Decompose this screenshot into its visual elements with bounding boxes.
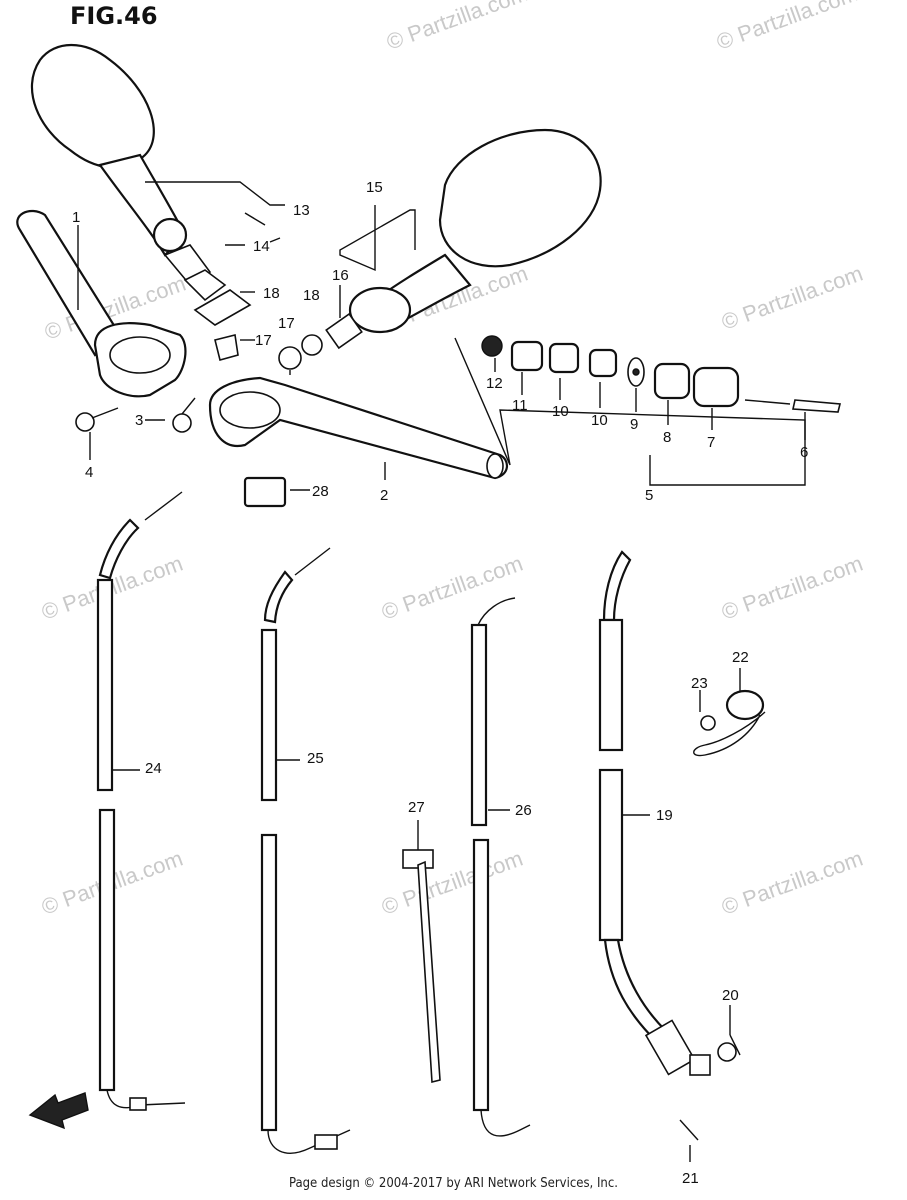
callout-28: 28 [312, 483, 329, 500]
strap-27 [402, 849, 441, 1084]
cable-24 [96, 491, 186, 1111]
parts-20-21 [679, 1034, 741, 1141]
bar-end-parts [481, 335, 842, 413]
parts-22-23 [693, 689, 766, 757]
page-footer: Page design © 2004-2017 by ARI Network S… [289, 1176, 618, 1191]
watermark: © Partzilla.com [718, 261, 866, 335]
cable-25 [260, 547, 351, 1154]
callout-16: 16 [332, 267, 349, 284]
figure-title: FIG.46 [70, 2, 158, 30]
leader-lines [77, 181, 806, 1162]
callout-19: 19 [656, 807, 673, 824]
callout-3: 3 [135, 412, 143, 429]
right-mirror [325, 128, 602, 350]
small-parts [75, 269, 323, 508]
front-direction-arrow-icon [28, 1092, 89, 1130]
callout-6: 6 [800, 444, 808, 461]
callout-labels: 1 2 3 4 5 6 7 8 9 10 10 11 12 13 14 15 1… [72, 179, 808, 1187]
watermark: © Partzilla.com [713, 0, 861, 55]
callout-11: 11 [512, 397, 528, 414]
callout-9: 9 [630, 416, 638, 433]
watermark: © Partzilla.com [378, 551, 526, 625]
watermark: © Partzilla.com [718, 846, 866, 920]
watermark: © Partzilla.com [383, 0, 531, 55]
callout-10b: 10 [552, 403, 569, 420]
callout-24: 24 [145, 760, 162, 777]
callout-18a: 18 [263, 285, 280, 302]
callout-20: 20 [722, 987, 739, 1004]
callout-12: 12 [486, 375, 503, 392]
callout-14: 14 [253, 238, 270, 255]
left-mirror [30, 43, 212, 287]
callout-27: 27 [408, 799, 425, 816]
cable-26 [470, 597, 531, 1137]
callout-13: 13 [293, 202, 310, 219]
callout-4: 4 [85, 464, 93, 481]
callout-26: 26 [515, 802, 532, 819]
cable-19 [598, 550, 711, 1076]
callout-17a: 17 [278, 315, 295, 332]
callout-22: 22 [732, 649, 749, 666]
watermark: © Partzilla.com [378, 846, 526, 920]
callout-5: 5 [645, 487, 653, 504]
callout-15: 15 [366, 179, 383, 196]
callout-8: 8 [663, 429, 671, 446]
callout-21: 21 [682, 1170, 699, 1187]
handlebar-left [16, 209, 187, 398]
callout-23: 23 [691, 675, 708, 692]
callout-18b: 18 [303, 287, 320, 304]
callout-1: 1 [72, 209, 80, 226]
callout-10a: 10 [591, 412, 608, 429]
callout-17b: 17 [255, 332, 272, 349]
callout-2: 2 [380, 487, 388, 504]
callout-25: 25 [307, 750, 324, 767]
callout-7: 7 [707, 434, 715, 451]
watermark: © Partzilla.com [718, 551, 866, 625]
handlebar-right [208, 376, 508, 480]
